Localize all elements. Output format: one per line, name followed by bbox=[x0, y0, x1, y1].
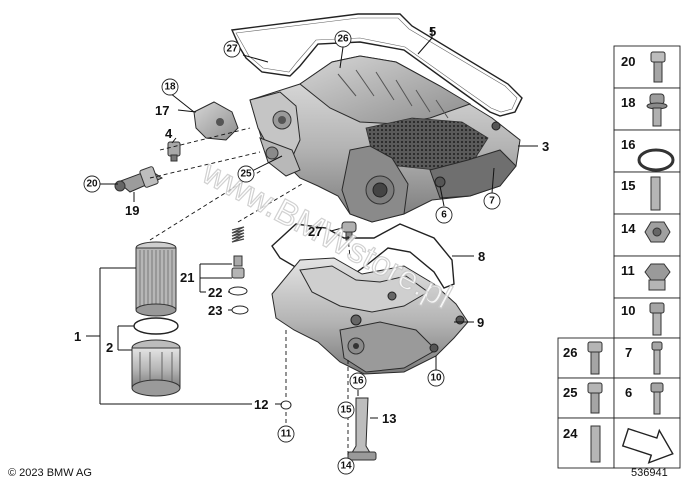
circled-callouts: 27 26 18 20 25 6 7 10 16 15 11 14 bbox=[83, 30, 501, 475]
table-num-15: 15 bbox=[621, 178, 635, 193]
callout-7: 7 bbox=[489, 196, 495, 207]
oil-pressure-switch-4 bbox=[167, 141, 181, 162]
table-num-20: 20 bbox=[621, 54, 635, 69]
leader-lines bbox=[86, 28, 538, 419]
oring-16-icon bbox=[637, 148, 675, 172]
table-num-24: 24 bbox=[563, 426, 578, 441]
plain-labels: 5 3 17 4 19 27 8 21 22 23 1 2 9 12 13 bbox=[74, 24, 549, 426]
label-4: 4 bbox=[165, 126, 173, 141]
table-num-11: 11 bbox=[621, 263, 635, 278]
callout-6: 6 bbox=[441, 210, 447, 221]
table-num-14: 14 bbox=[621, 221, 636, 236]
label-17: 17 bbox=[155, 103, 169, 118]
upper-gasket bbox=[230, 13, 523, 117]
callout-18: 18 bbox=[164, 82, 176, 93]
bracket-17 bbox=[193, 101, 239, 141]
assembly-dash-lines bbox=[149, 127, 351, 456]
valve-assembly-21 bbox=[231, 226, 245, 279]
plug-27 bbox=[341, 221, 357, 241]
callout-20: 20 bbox=[86, 179, 98, 190]
label-12: 12 bbox=[254, 397, 268, 412]
oil-filter-element bbox=[135, 241, 177, 317]
table-num-6: 6 bbox=[625, 385, 632, 400]
plug-11-icon bbox=[644, 263, 671, 291]
copyright: © 2023 BMW AG bbox=[8, 467, 92, 479]
callout-10: 10 bbox=[430, 373, 442, 384]
label-13: 13 bbox=[382, 411, 396, 426]
callout-11: 11 bbox=[281, 429, 292, 440]
label-5: 5 bbox=[429, 24, 436, 39]
callout-14: 14 bbox=[340, 461, 352, 472]
parts-table: 20 18 16 15 14 11 10 26 7 25 6 24 bbox=[557, 45, 681, 469]
bolt-26-icon bbox=[587, 341, 603, 375]
table-num-7: 7 bbox=[625, 345, 632, 360]
bolt-6-icon bbox=[650, 382, 664, 415]
callout-25: 25 bbox=[240, 169, 252, 180]
table-num-18: 18 bbox=[621, 95, 635, 110]
bolt-18-icon bbox=[646, 93, 668, 127]
label-21: 21 bbox=[180, 270, 194, 285]
label-22: 22 bbox=[208, 285, 222, 300]
label-27: 27 bbox=[308, 224, 322, 239]
oring-12 bbox=[280, 400, 292, 410]
label-19: 19 bbox=[125, 203, 139, 218]
label-2: 2 bbox=[106, 340, 113, 355]
oring-22 bbox=[228, 286, 248, 296]
direction-arrow-icon bbox=[621, 427, 674, 464]
bolt-20-icon bbox=[650, 51, 666, 83]
bolt-10-icon bbox=[649, 302, 665, 336]
nut-14-icon bbox=[644, 221, 671, 243]
table-num-10: 10 bbox=[621, 303, 635, 318]
bolt-25-icon bbox=[587, 382, 603, 414]
callout-16: 16 bbox=[352, 376, 364, 387]
callout-26-top: 26 bbox=[337, 34, 349, 45]
label-23: 23 bbox=[208, 303, 222, 318]
oring-23 bbox=[231, 305, 249, 315]
callout-27-top: 27 bbox=[226, 44, 238, 55]
stud-15-icon bbox=[650, 176, 661, 211]
stud-24-icon bbox=[590, 425, 601, 463]
bolt-7-icon bbox=[651, 341, 663, 375]
label-9: 9 bbox=[477, 315, 484, 330]
table-num-26: 26 bbox=[563, 345, 577, 360]
diagram-id: 536941 bbox=[631, 467, 668, 479]
callout-15: 15 bbox=[340, 405, 352, 416]
oring-2 bbox=[133, 317, 179, 335]
table-num-25: 25 bbox=[563, 385, 577, 400]
lower-oil-pan bbox=[271, 257, 469, 375]
dipstick-tube-13 bbox=[347, 397, 377, 461]
filter-cover bbox=[131, 339, 181, 397]
upper-oil-pan bbox=[249, 55, 521, 223]
label-8: 8 bbox=[478, 249, 485, 264]
label-3: 3 bbox=[542, 139, 549, 154]
oil-sensor-19 bbox=[114, 166, 164, 193]
label-1: 1 bbox=[74, 329, 81, 344]
table-num-16: 16 bbox=[621, 137, 635, 152]
